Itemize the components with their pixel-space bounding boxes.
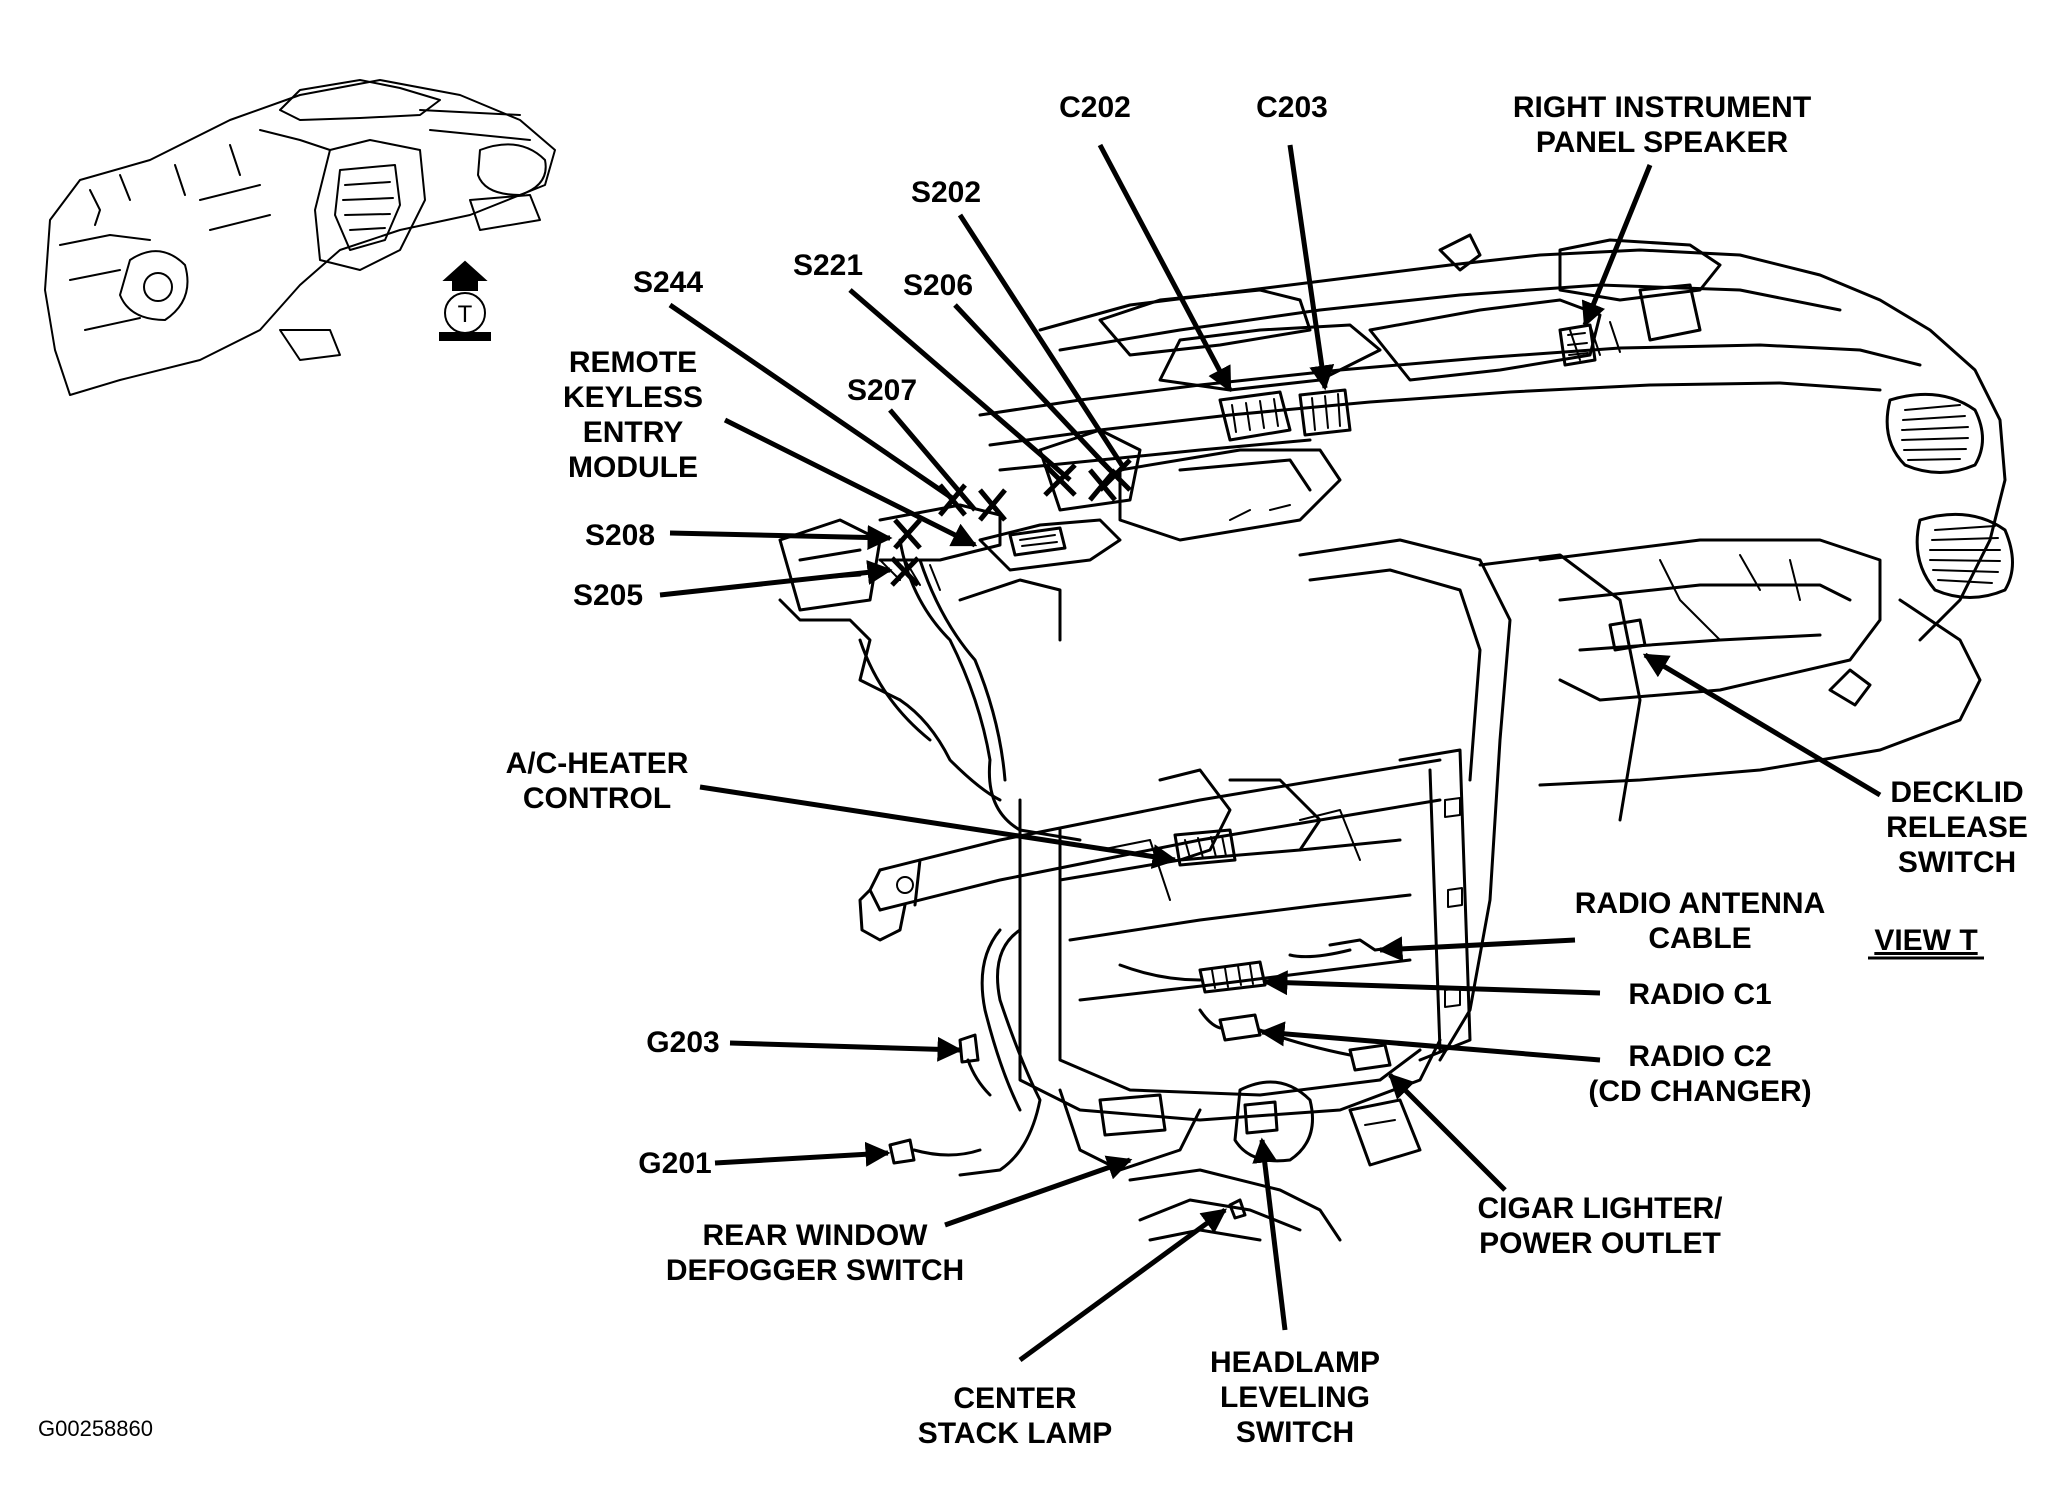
label-decklid-line1: DECKLID bbox=[1890, 776, 2023, 809]
label-cigar-lighter-line2: POWER OUTLET bbox=[1479, 1227, 1721, 1260]
callout-labels: C202 C203 RIGHT INSTRUMENT PANEL SPEAKER… bbox=[506, 91, 2028, 1450]
leader-radio-antenna bbox=[1377, 936, 1576, 962]
leader-s205 bbox=[659, 560, 893, 598]
label-s244: S244 bbox=[633, 266, 703, 299]
label-s207: S207 bbox=[847, 374, 917, 407]
leader-radio-c2 bbox=[1259, 1021, 1601, 1063]
leader-ac-heater bbox=[699, 784, 1178, 869]
label-radio-antenna-line1: RADIO ANTENNA bbox=[1575, 887, 1826, 920]
label-right-speaker-line1: RIGHT INSTRUMENT bbox=[1513, 91, 1811, 124]
view-direction-arrow-icon bbox=[442, 260, 488, 291]
label-center-stack-line1: CENTER bbox=[953, 1382, 1077, 1415]
leader-right-speaker bbox=[1581, 164, 1653, 328]
label-remote-keyless-line2: KEYLESS bbox=[563, 381, 703, 414]
label-headlamp-leveling-line2: LEVELING bbox=[1220, 1381, 1370, 1414]
leader-decklid bbox=[1642, 652, 1882, 798]
label-g201: G201 bbox=[638, 1147, 711, 1180]
leader-g203 bbox=[729, 1036, 963, 1062]
leader-s244 bbox=[668, 302, 957, 503]
label-s202: S202 bbox=[911, 176, 981, 209]
leader-s206 bbox=[953, 303, 1112, 472]
label-radio-antenna-line2: CABLE bbox=[1648, 922, 1751, 955]
label-cigar-lighter-line1: CIGAR LIGHTER/ bbox=[1478, 1192, 1724, 1225]
label-center-stack-line2: STACK LAMP bbox=[918, 1417, 1112, 1450]
label-headlamp-leveling-line3: SWITCH bbox=[1236, 1416, 1354, 1449]
label-decklid-line2: RELEASE bbox=[1886, 811, 2028, 844]
label-rear-defogger-line1: REAR WINDOW bbox=[703, 1219, 929, 1252]
label-s206: S206 bbox=[903, 269, 973, 302]
instrument-panel-illustration bbox=[778, 233, 2014, 1242]
leader-s208 bbox=[669, 524, 893, 550]
label-radio-c1: RADIO C1 bbox=[1628, 978, 1771, 1011]
leader-center-stack bbox=[1018, 1207, 1228, 1363]
label-s221: S221 bbox=[793, 249, 863, 282]
label-ac-heater-line2: CONTROL bbox=[523, 782, 671, 815]
leader-headlamp-leveling bbox=[1252, 1137, 1288, 1331]
label-rear-defogger-line2: DEFOGGER SWITCH bbox=[666, 1254, 964, 1287]
leader-lines bbox=[659, 143, 1882, 1363]
label-c202: C202 bbox=[1059, 91, 1131, 124]
label-remote-keyless-line4: MODULE bbox=[568, 451, 698, 484]
leader-rear-defogger bbox=[944, 1155, 1133, 1228]
splice-mark-s206 bbox=[1088, 468, 1117, 502]
leader-s221 bbox=[848, 288, 1072, 482]
splice-mark-s221 bbox=[1043, 463, 1077, 497]
label-radio-c2-line1: RADIO C2 bbox=[1628, 1040, 1771, 1073]
label-radio-c2-line2: (CD CHANGER) bbox=[1588, 1075, 1811, 1108]
label-g203: G203 bbox=[646, 1026, 719, 1059]
label-ac-heater-line1: A/C-HEATER bbox=[506, 747, 689, 780]
locator-symbol: T bbox=[458, 301, 473, 328]
label-c203: C203 bbox=[1256, 91, 1328, 124]
splice-mark-s205 bbox=[890, 556, 920, 587]
leader-cigar-lighter bbox=[1388, 1073, 1507, 1192]
label-decklid-line3: SWITCH bbox=[1898, 846, 2016, 879]
view-label: VIEW T bbox=[1874, 924, 1977, 957]
figure-id: G00258860 bbox=[38, 1416, 153, 1441]
splice-mark-s244 bbox=[938, 483, 967, 517]
splice-x-marks bbox=[890, 458, 1132, 587]
leader-radio-c1 bbox=[1262, 970, 1601, 996]
locator-thumbnail: T bbox=[44, 79, 556, 396]
label-s208: S208 bbox=[585, 519, 655, 552]
leader-s207 bbox=[888, 408, 977, 512]
label-headlamp-leveling-line1: HEADLAMP bbox=[1210, 1346, 1380, 1379]
label-s205: S205 bbox=[573, 579, 643, 612]
splice-mark-s207 bbox=[978, 488, 1007, 522]
label-right-speaker-line2: PANEL SPEAKER bbox=[1536, 126, 1789, 159]
leader-s202 bbox=[957, 213, 1128, 472]
splice-mark-s208 bbox=[893, 518, 922, 550]
leader-c202 bbox=[1097, 143, 1233, 393]
label-remote-keyless-line1: REMOTE bbox=[569, 346, 697, 379]
leader-g201 bbox=[714, 1141, 891, 1167]
leader-c203 bbox=[1287, 144, 1335, 391]
label-remote-keyless-line3: ENTRY bbox=[583, 416, 684, 449]
leader-remote-keyless bbox=[723, 417, 978, 548]
